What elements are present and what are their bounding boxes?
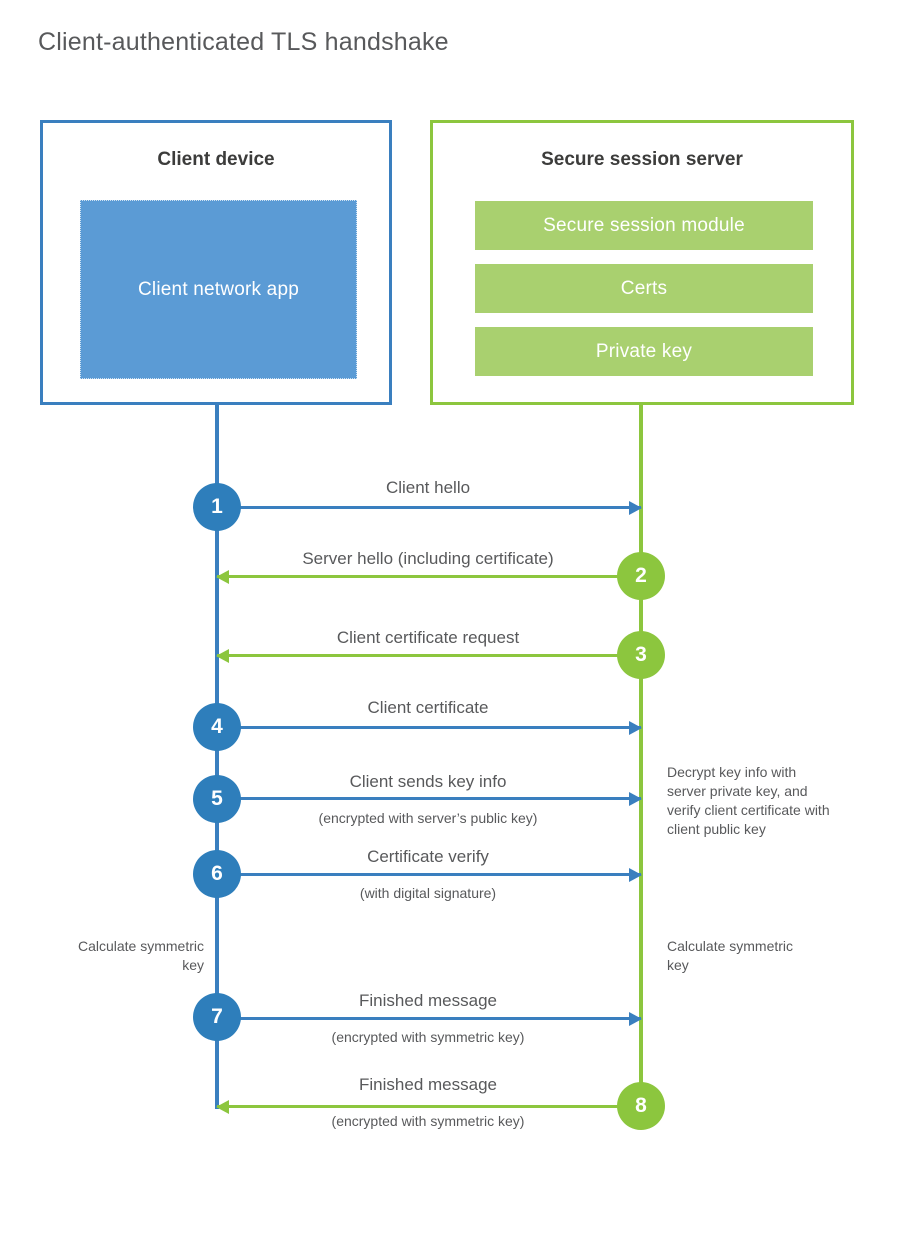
secure-session-server-box: Secure session server Secure session mod… <box>430 120 854 405</box>
arrowhead-right-icon <box>629 721 642 735</box>
step-6-label: Certificate verify <box>367 847 489 866</box>
step-4-label: Client certificate <box>367 698 489 717</box>
step-5-sublabel: (encrypted with server’s public key) <box>318 810 538 826</box>
step-marker-2[interactable]: 2 <box>617 552 665 600</box>
step-marker-1[interactable]: 1 <box>193 483 241 531</box>
client-device-title: Client device <box>157 149 275 170</box>
step-5-arrow <box>217 792 642 806</box>
arrowhead-right-icon <box>629 868 642 882</box>
step-3-label: Client certificate request <box>336 628 520 647</box>
step-marker-6[interactable]: 6 <box>193 850 241 898</box>
step-marker-8[interactable]: 8 <box>617 1082 665 1130</box>
page-title: Client-authenticated TLS handshake <box>38 28 449 56</box>
step-6-arrow <box>217 868 642 882</box>
step-7-label: Finished message <box>359 991 497 1010</box>
server-component-certs: Certs <box>475 264 813 313</box>
client-calculate-symmetric-key-annotation: Calculate symmetric key <box>77 938 204 973</box>
client-device-box: Client device Client network app <box>40 120 392 405</box>
client-network-app-block: Client network app <box>80 200 357 379</box>
arrowhead-right-icon <box>629 1012 642 1026</box>
step-6-sublabel: (with digital signature) <box>359 885 497 901</box>
step-8-sublabel: (encrypted with symmetric key) <box>331 1113 525 1129</box>
client-lifeline <box>215 405 219 1109</box>
step-1-label: Client hello <box>385 478 471 497</box>
arrowhead-right-icon <box>629 792 642 806</box>
step-2-arrow <box>216 570 641 584</box>
step-marker-5[interactable]: 5 <box>193 775 241 823</box>
arrowhead-left-icon <box>216 649 229 663</box>
step-2-label: Server hello (including certificate) <box>302 549 554 568</box>
step-8-arrow <box>216 1100 641 1114</box>
server-decrypt-annotation: Decrypt key info with server private key… <box>667 764 830 837</box>
step-marker-3[interactable]: 3 <box>617 631 665 679</box>
step-3-arrow <box>216 649 641 663</box>
step-5-label: Client sends key info <box>349 772 507 791</box>
arrowhead-right-icon <box>629 501 642 515</box>
step-4-arrow <box>217 721 642 735</box>
server-component-private-key: Private key <box>475 327 813 376</box>
arrowhead-left-icon <box>216 570 229 584</box>
secure-session-server-title: Secure session server <box>541 149 743 170</box>
server-calculate-symmetric-key-annotation: Calculate symmetric key <box>667 938 794 973</box>
step-7-arrow <box>217 1012 642 1026</box>
step-marker-4[interactable]: 4 <box>193 703 241 751</box>
server-component-secure-session-module: Secure session module <box>475 201 813 250</box>
step-marker-7[interactable]: 7 <box>193 993 241 1041</box>
server-lifeline <box>639 405 643 1107</box>
arrowhead-left-icon <box>216 1100 229 1114</box>
step-8-label: Finished message <box>359 1075 497 1094</box>
step-7-sublabel: (encrypted with symmetric key) <box>331 1029 525 1045</box>
step-1-arrow <box>217 501 642 515</box>
